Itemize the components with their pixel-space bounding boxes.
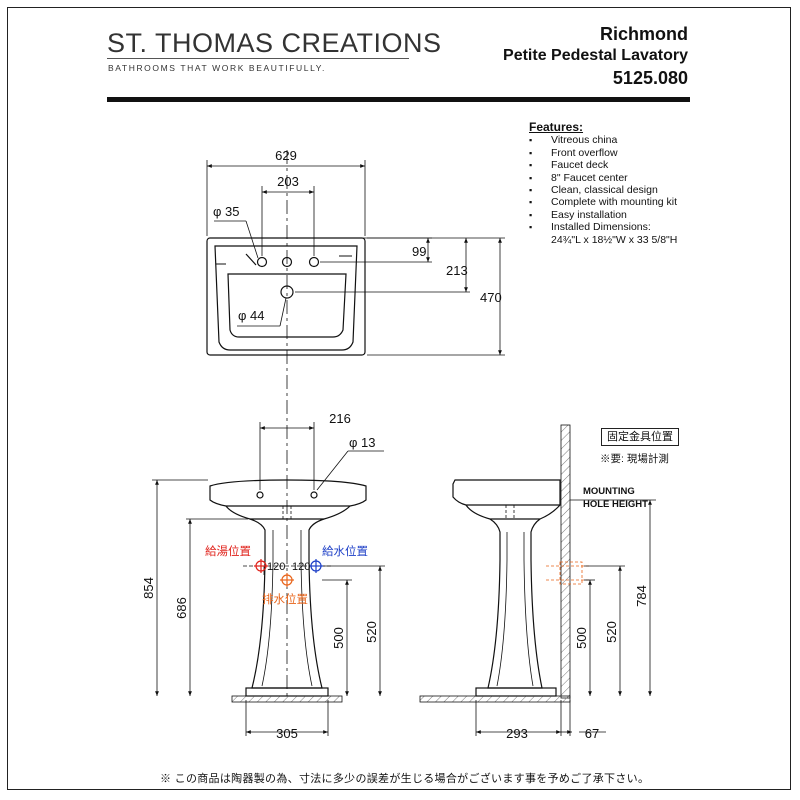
drain-label: 排水位置 bbox=[262, 592, 308, 606]
cold-supply-marker bbox=[309, 559, 323, 573]
feature-item: Clean, classical design bbox=[529, 184, 677, 197]
sheet-border bbox=[7, 7, 791, 790]
dim-drain-offset: 213 bbox=[446, 263, 468, 278]
floor-front bbox=[231, 695, 343, 703]
feature-item: Complete with mounting kit bbox=[529, 196, 677, 209]
product-model: 5125.080 bbox=[612, 68, 688, 88]
dim-spread: 216 bbox=[329, 411, 351, 426]
dim-depth: 470 bbox=[480, 290, 502, 305]
hot-supply-label: 給湯位置 bbox=[205, 544, 251, 558]
feature-item: Installed Dimensions: bbox=[529, 221, 677, 234]
dim-side-supply: 520 bbox=[604, 621, 619, 643]
dim-drain-dia: φ 44 bbox=[238, 308, 265, 323]
floor-side bbox=[419, 695, 571, 703]
dim-faucet-offset: 99 bbox=[412, 244, 426, 259]
dim-rim-height: 686 bbox=[174, 597, 189, 619]
dim-projection: 293 bbox=[506, 726, 528, 741]
dim-offset-left: 120 bbox=[267, 561, 285, 573]
fixture-measure-note: ※要: 現場計測 bbox=[600, 453, 669, 465]
dim-front-hole: φ 13 bbox=[349, 435, 376, 450]
dim-drain-height: 500 bbox=[331, 627, 346, 649]
dim-supply-height: 520 bbox=[364, 621, 379, 643]
side-view-lavatory bbox=[452, 479, 561, 697]
wall-section bbox=[560, 424, 571, 699]
mounting-line-1: MOUNTING bbox=[583, 486, 635, 497]
brand-logo: ST. THOMAS CREATIONS bbox=[107, 28, 442, 58]
features-heading: Features: bbox=[529, 120, 584, 134]
top-view-basin bbox=[206, 237, 366, 356]
front-view-lavatory bbox=[209, 479, 367, 697]
front-view-dimensions bbox=[152, 422, 385, 736]
brand-tagline: BATHROOMS THAT WORK BEAUTIFULLY. bbox=[108, 63, 326, 73]
dim-side-drain: 500 bbox=[574, 627, 589, 649]
dim-base-width: 305 bbox=[276, 726, 298, 741]
dim-wall-gap: 67 bbox=[585, 726, 599, 741]
fixture-position-label: 固定金具位置 bbox=[601, 428, 679, 446]
installed-dimensions: 24¾"L x 18½"W x 33 5/8"H bbox=[551, 233, 678, 246]
dim-total-height: 854 bbox=[141, 577, 156, 599]
feature-item: Vitreous china bbox=[529, 134, 677, 147]
feature-item: 8" Faucet center bbox=[529, 172, 677, 185]
product-name: Richmond bbox=[600, 24, 688, 44]
product-description: Petite Pedestal Lavatory bbox=[503, 47, 688, 64]
header-divider bbox=[107, 97, 690, 102]
dim-faucet-center: 203 bbox=[277, 174, 299, 189]
dim-top-width: 629 bbox=[275, 148, 297, 163]
side-view-dimensions bbox=[475, 499, 656, 736]
dim-mount-height: 784 bbox=[634, 585, 649, 607]
cold-supply-label: 給水位置 bbox=[322, 544, 368, 558]
logo-rule bbox=[107, 58, 409, 59]
hot-supply-marker bbox=[254, 559, 268, 573]
feature-item: Easy installation bbox=[529, 209, 677, 222]
drain-marker bbox=[280, 573, 294, 587]
dim-hole-dia: φ 35 bbox=[213, 204, 240, 219]
dim-offset-right: 120 bbox=[292, 561, 310, 573]
footer-note: ※ この商品は陶器製の為、寸法に多少の誤差が生じる場合がございます事を予めご了承… bbox=[160, 773, 650, 785]
mounting-line-2: HOLE HEIGHT bbox=[583, 499, 648, 510]
mounting-hole-label: MOUNTING HOLE HEIGHT bbox=[583, 485, 648, 511]
feature-item: Faucet deck bbox=[529, 159, 677, 172]
top-view-dimensions bbox=[206, 160, 505, 356]
feature-item: Front overflow bbox=[529, 147, 677, 160]
features-list: Features: Vitreous china Front overflow … bbox=[529, 121, 677, 246]
